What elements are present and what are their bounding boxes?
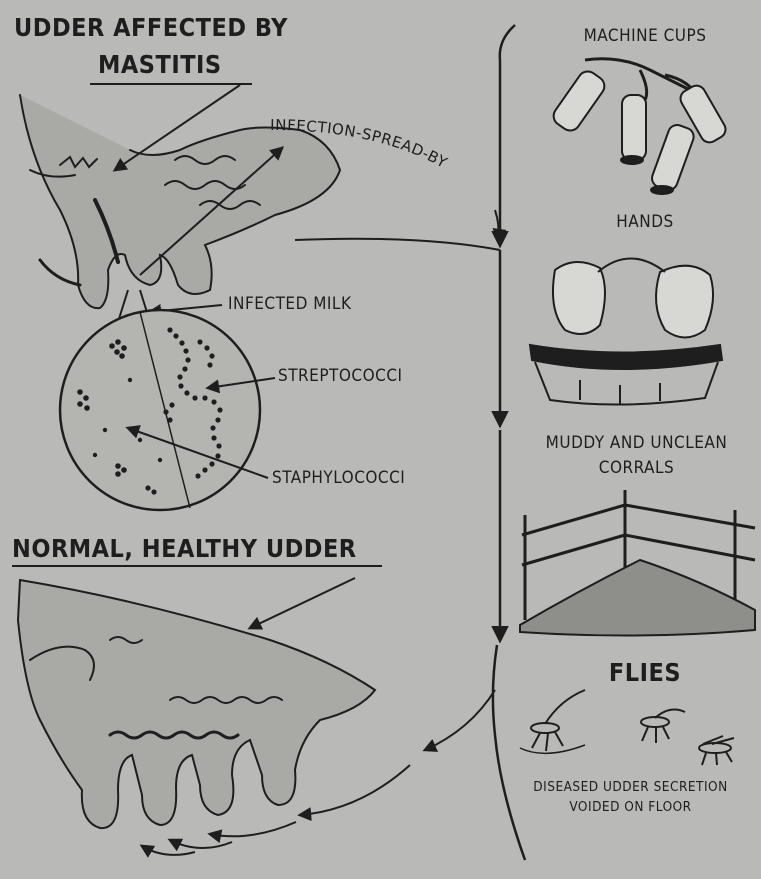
flies-illustration — [520, 690, 734, 765]
machine-cups-illustration — [550, 59, 729, 194]
source-corrals-label-line2: CORRALS — [512, 460, 761, 477]
streptococci-label: STREPTOCOCCI — [278, 368, 403, 385]
corrals-illustration — [520, 490, 755, 636]
source-machine-cups-label: MACHINE CUPS — [540, 28, 750, 45]
staphylococci-label: STAPHYLOCOCCI — [272, 470, 405, 487]
flies-caption-line2: VOIDED ON FLOOR — [500, 801, 761, 815]
healthy-udder-illustration — [18, 580, 375, 828]
healthy-title-arrow — [250, 578, 355, 628]
source-corrals-label-line1: MUDDY AND UNCLEAN — [512, 435, 761, 452]
source-hands-label: HANDS — [540, 214, 750, 231]
affected-title-line1: UDDER AFFECTED BY — [14, 15, 288, 40]
healthy-title: NORMAL, HEALTHY UDDER — [12, 536, 357, 561]
spread-arrow — [295, 210, 500, 250]
microscope-view — [60, 310, 260, 510]
affected-title-line2: MASTITIS — [98, 52, 222, 77]
hands-illustration — [530, 259, 722, 406]
infected-milk-label: INFECTED MILK — [228, 296, 351, 313]
flies-caption-line1: DISEASED UDDER SECRETION — [500, 781, 761, 795]
source-flies-label: FLIES — [540, 660, 750, 685]
